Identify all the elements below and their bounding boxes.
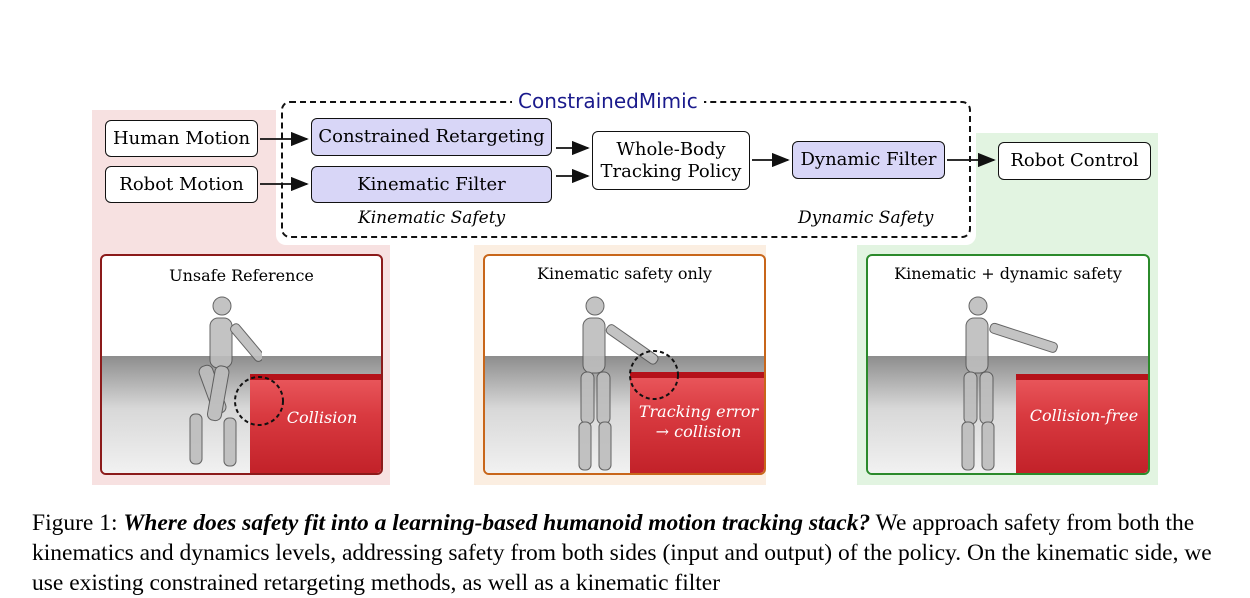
figure-caption: Figure 1: Where does safety fit into a l…: [32, 508, 1227, 598]
caption-question: Where does safety fit into a learning-ba…: [123, 510, 870, 536]
collision-free-label: Collision-free: [1018, 406, 1150, 426]
panel-kinematic-dynamic-safety: Kinematic + dynamic safety Collision-fre…: [866, 254, 1150, 475]
tracking-error-line2: → collision: [631, 422, 766, 442]
collision-circle-marker: [627, 348, 681, 402]
panel-kinematic-safety-only: Kinematic safety only Tracking error → c…: [483, 254, 766, 475]
panel-title: Kinematic safety only: [485, 264, 764, 283]
caption-prefix: Figure 1:: [32, 510, 123, 536]
collision-label: Collision: [272, 408, 372, 428]
tracking-error-label: Tracking error → collision: [631, 402, 766, 442]
panel-title: Unsafe Reference: [102, 266, 381, 285]
panel-unsafe-reference: Unsafe Reference Collision: [100, 254, 383, 475]
tracking-error-line1: Tracking error: [631, 402, 766, 422]
panel-title: Kinematic + dynamic safety: [868, 264, 1148, 283]
flow-arrows: [0, 0, 1250, 260]
